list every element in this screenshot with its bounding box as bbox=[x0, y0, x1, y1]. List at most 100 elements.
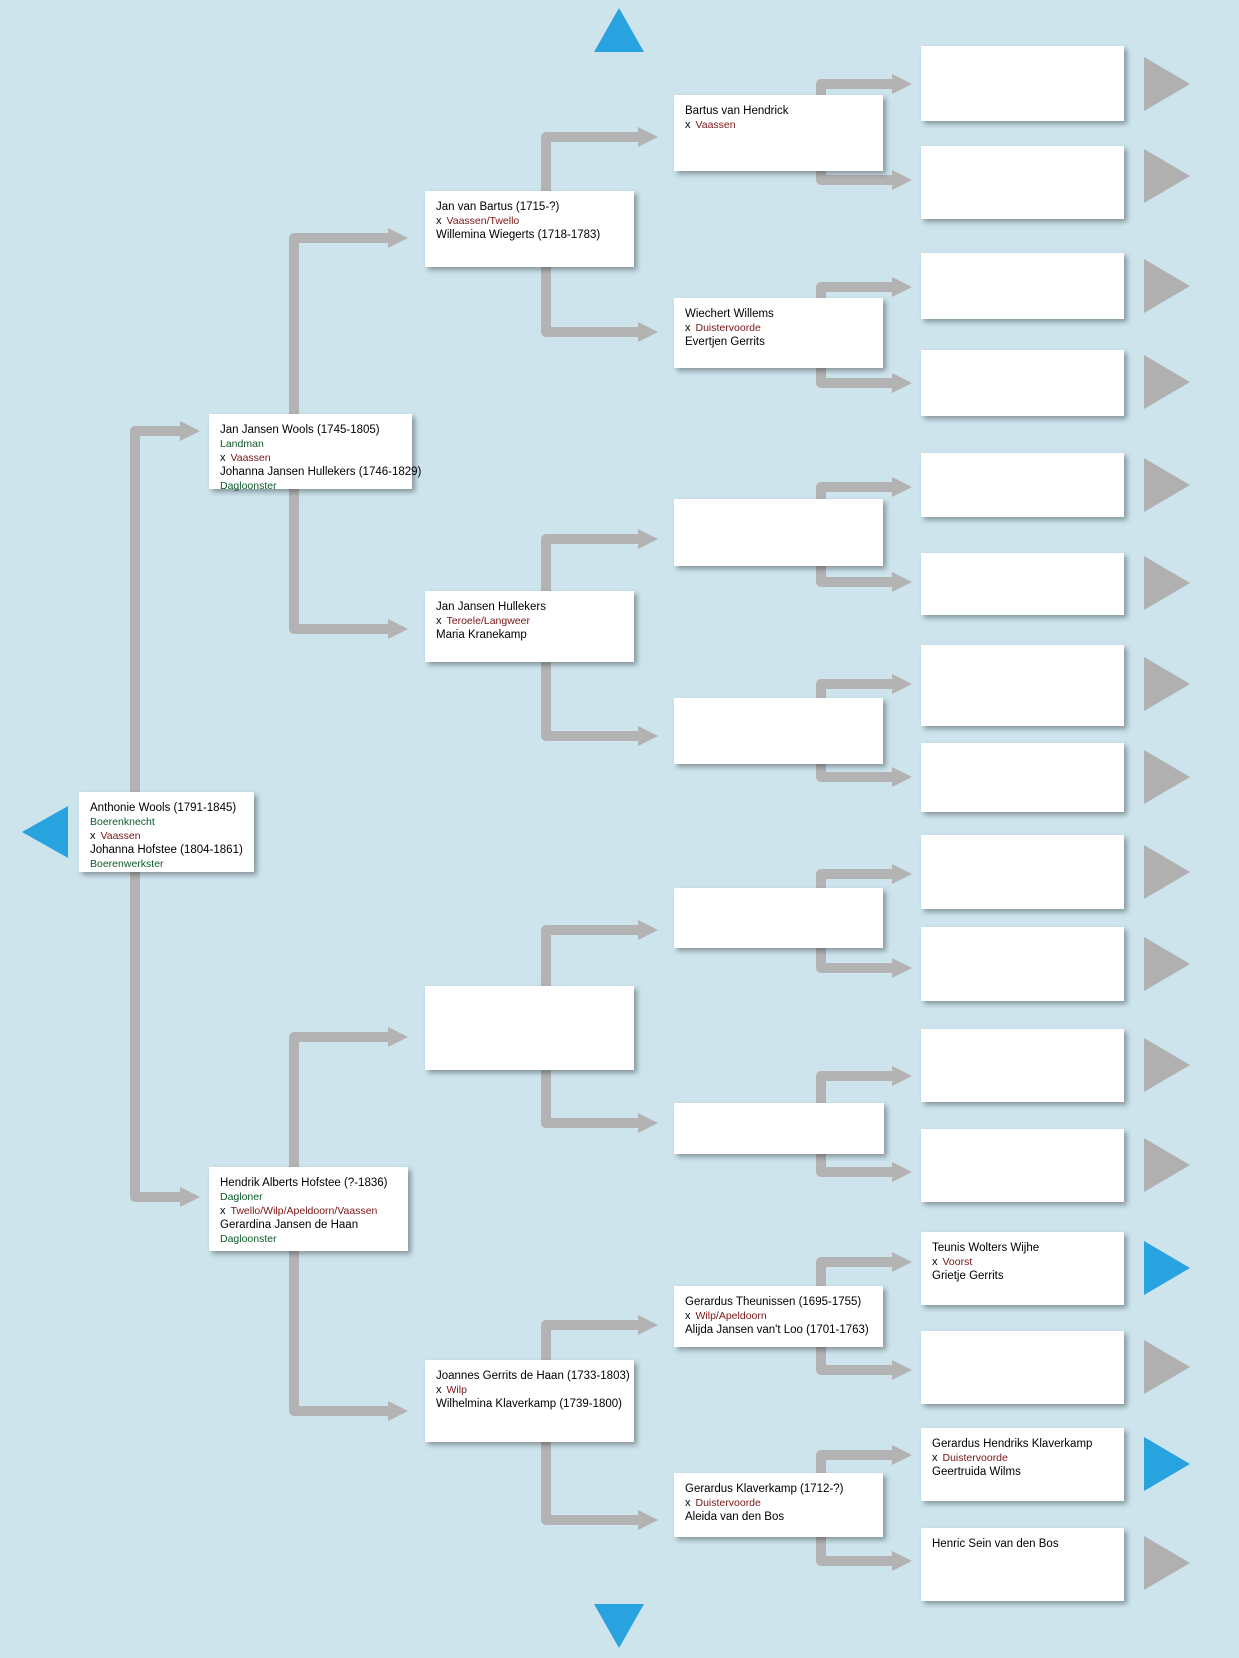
person-box-g2-3[interactable] bbox=[425, 986, 634, 1070]
wife-occupation: Dagloonster bbox=[220, 1233, 277, 1245]
wife-name: Maria Kranekamp bbox=[436, 629, 527, 641]
connector-g3-3-arrow-top bbox=[892, 477, 912, 497]
connector-g3-7-arrow-bottom bbox=[892, 1360, 912, 1380]
triangle-right-icon[interactable] bbox=[1142, 1534, 1192, 1592]
connector-g3-4-arrow-bottom bbox=[892, 767, 912, 787]
connector-g3-7-arrow-top bbox=[892, 1252, 912, 1272]
wife-name: Wilhelmina Klaverkamp (1739-1800) bbox=[436, 1398, 622, 1410]
person-box-g4-4[interactable] bbox=[921, 350, 1124, 416]
marriage-place: Vaassen/Twello bbox=[446, 215, 520, 227]
marriage-place: Vaassen bbox=[695, 119, 736, 131]
triangle-right-icon[interactable] bbox=[1142, 1239, 1192, 1297]
person-box-g4-10[interactable] bbox=[921, 927, 1124, 1001]
person-box-g4-11[interactable] bbox=[921, 1029, 1124, 1102]
person-box-g3-6[interactable] bbox=[674, 1103, 884, 1154]
person-box-g1-bottom[interactable]: Hendrik Alberts Hofstee (?-1836) Daglone… bbox=[209, 1167, 408, 1251]
triangle-up-icon[interactable] bbox=[592, 6, 646, 54]
connector-g2-2-arrow-bottom bbox=[638, 726, 658, 746]
marriage-mark: x bbox=[685, 1310, 691, 1322]
husband-name: Bartus van Hendrick bbox=[685, 105, 789, 117]
triangle-right-icon[interactable] bbox=[1142, 456, 1192, 514]
connector-g2-4-arrow-top bbox=[638, 1315, 658, 1335]
person-box-g4-6[interactable] bbox=[921, 553, 1124, 615]
marriage-place: Vaassen bbox=[230, 452, 271, 464]
connector-g3-2-arrow-bottom bbox=[892, 373, 912, 393]
marriage-place: Duistervoorde bbox=[942, 1452, 1008, 1464]
wife-name: Johanna Jansen Hullekers (1746-1829) bbox=[220, 466, 422, 478]
triangle-right-icon[interactable] bbox=[1142, 147, 1192, 205]
person-box-g4-9[interactable] bbox=[921, 835, 1124, 909]
triangle-right-icon[interactable] bbox=[1142, 1435, 1192, 1493]
person-box-g4-16[interactable]: Henric Sein van den Bos bbox=[921, 1528, 1124, 1601]
triangle-right-icon[interactable] bbox=[1142, 554, 1192, 612]
marriage-mark: x bbox=[436, 1384, 442, 1396]
connector-g2-1-arrow-bottom bbox=[638, 322, 658, 342]
triangle-right-icon[interactable] bbox=[1142, 1338, 1192, 1396]
connector-g2-1-arrow-top bbox=[638, 127, 658, 147]
triangle-right-icon[interactable] bbox=[1142, 1036, 1192, 1094]
marriage-mark: x bbox=[220, 1205, 226, 1217]
person-box-g4-1[interactable] bbox=[921, 46, 1124, 121]
triangle-right-icon[interactable] bbox=[1142, 655, 1192, 713]
connector-g2-2-arrow-top bbox=[638, 529, 658, 549]
connector-g1-bottom-arrow-top bbox=[388, 1027, 408, 1047]
triangle-right-icon[interactable] bbox=[1142, 1136, 1192, 1194]
person-box-g4-5[interactable] bbox=[921, 453, 1124, 517]
marriage-mark: x bbox=[685, 1497, 691, 1509]
husband-occupation: Boerenknecht bbox=[90, 816, 155, 828]
person-box-g3-4[interactable] bbox=[674, 698, 883, 764]
husband-name: Jan van Bartus (1715-?) bbox=[436, 201, 560, 213]
husband-name: Teunis Wolters Wijhe bbox=[932, 1242, 1040, 1254]
person-box-g4-7[interactable] bbox=[921, 645, 1124, 726]
marriage-mark: x bbox=[220, 452, 226, 464]
connector-g2-3-arrow-bottom bbox=[638, 1113, 658, 1133]
triangle-right-icon[interactable] bbox=[1142, 353, 1192, 411]
wife-occupation: Boerenwerkster bbox=[90, 858, 164, 870]
wife-name: Johanna Hofstee (1804-1861) bbox=[90, 844, 243, 856]
triangle-right-icon[interactable] bbox=[1142, 935, 1192, 993]
person-box-g4-14[interactable] bbox=[921, 1331, 1124, 1404]
marriage-place: Voorst bbox=[942, 1256, 973, 1268]
person-box-g4-12[interactable] bbox=[921, 1129, 1124, 1202]
person-box-g3-5[interactable] bbox=[674, 888, 883, 948]
wife-name: Aleida van den Bos bbox=[685, 1511, 785, 1523]
marriage-place: Wilp/Apeldoorn bbox=[695, 1310, 767, 1322]
person-box-g4-3[interactable] bbox=[921, 253, 1124, 319]
connector-g1-top-arrow-bottom bbox=[388, 619, 408, 639]
marriage-place: Duistervoorde bbox=[695, 322, 761, 334]
triangle-left-icon[interactable] bbox=[20, 804, 70, 860]
connector-g3-4-arrow-top bbox=[892, 674, 912, 694]
husband-name: Jan Jansen Wools (1745-1805) bbox=[220, 424, 380, 436]
husband-name: Jan Jansen Hullekers bbox=[436, 601, 546, 613]
person-box-g4-2[interactable] bbox=[921, 146, 1124, 219]
connector-root-arrow-top bbox=[180, 421, 200, 441]
person-box-g3-3[interactable] bbox=[674, 499, 883, 566]
connector-g3-8-arrow-top bbox=[892, 1445, 912, 1465]
connector-g1-bottom-arrow-bottom bbox=[388, 1401, 408, 1421]
triangle-right-icon[interactable] bbox=[1142, 748, 1192, 806]
triangle-right-icon[interactable] bbox=[1142, 55, 1192, 113]
husband-name: Hendrik Alberts Hofstee (?-1836) bbox=[220, 1177, 388, 1189]
wife-name: Grietje Gerrits bbox=[932, 1270, 1004, 1282]
triangle-right-icon[interactable] bbox=[1142, 843, 1192, 901]
person-box-root[interactable]: Anthonie Wools (1791-1845) Boerenknecht … bbox=[79, 792, 254, 872]
connector-root-arrow-bottom bbox=[180, 1187, 200, 1207]
person-box-g4-8[interactable] bbox=[921, 743, 1124, 812]
husband-name: Joannes Gerrits de Haan (1733-1803) bbox=[436, 1370, 630, 1382]
triangle-right-icon[interactable] bbox=[1142, 257, 1192, 315]
marriage-place: Teroele/Langweer bbox=[446, 615, 530, 627]
connector-g3-6-arrow-top bbox=[892, 1066, 912, 1086]
husband-name: Anthonie Wools (1791-1845) bbox=[90, 802, 237, 814]
triangle-down-icon[interactable] bbox=[592, 1602, 646, 1650]
